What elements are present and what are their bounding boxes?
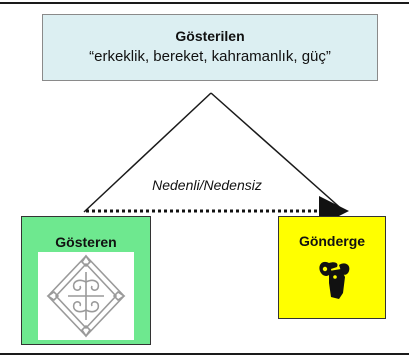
right-triangle-edge (210, 92, 346, 213)
left-triangle-edge (83, 92, 212, 213)
ram-horn-motif-icon (46, 254, 126, 338)
referent-label: Gönderge (298, 233, 366, 249)
bottom-rule (0, 353, 409, 355)
referent-box: Gönderge (278, 216, 386, 319)
top-rule (0, 2, 409, 4)
signifier-box: Gösteren (21, 216, 151, 345)
signifier-label: Gösteren (55, 234, 117, 250)
ram-head-icon (319, 261, 350, 299)
signified-box: Gösterilen “erkeklik, bereket, kahramanl… (42, 14, 378, 81)
relation-label: Nedenli/Nedensiz (152, 177, 262, 193)
symbol-card (38, 252, 134, 340)
signified-meanings: “erkeklik, bereket, kahramanlık, güç” (89, 48, 331, 65)
signified-title: Gösterilen (175, 28, 245, 44)
